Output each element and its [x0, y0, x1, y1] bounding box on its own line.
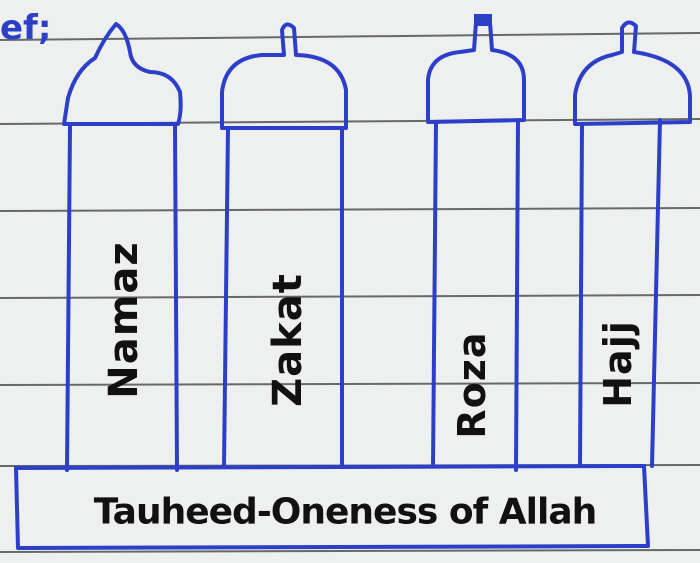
pillar-2-left-edge — [224, 128, 228, 466]
corner-mark: ef; — [0, 8, 51, 48]
pillar-3-dome — [428, 22, 524, 122]
dome-tip-dot — [474, 14, 492, 26]
pillar-1-left-edge — [67, 126, 70, 470]
pillar-4-dome — [575, 22, 690, 124]
base-label-tauheed: Tauheed-Oneness of Allah — [94, 492, 596, 533]
ruled-line — [0, 208, 700, 211]
pillar-2-dome — [222, 24, 346, 128]
pillar-label-zakat: Zakat — [265, 273, 311, 407]
pillar-3-right-edge — [516, 120, 518, 470]
pillar-3-left-edge — [433, 122, 436, 466]
pillar-label-roza: Roza — [450, 331, 494, 438]
pillar-1-right-edge — [175, 126, 177, 470]
pillar-4-right-edge — [652, 120, 660, 466]
ruled-line — [0, 550, 700, 552]
pillar-label-namaz: Namaz — [101, 241, 147, 398]
pillar-label-hajj: Hajj — [596, 320, 640, 408]
pillar-4-left-edge — [580, 124, 582, 466]
